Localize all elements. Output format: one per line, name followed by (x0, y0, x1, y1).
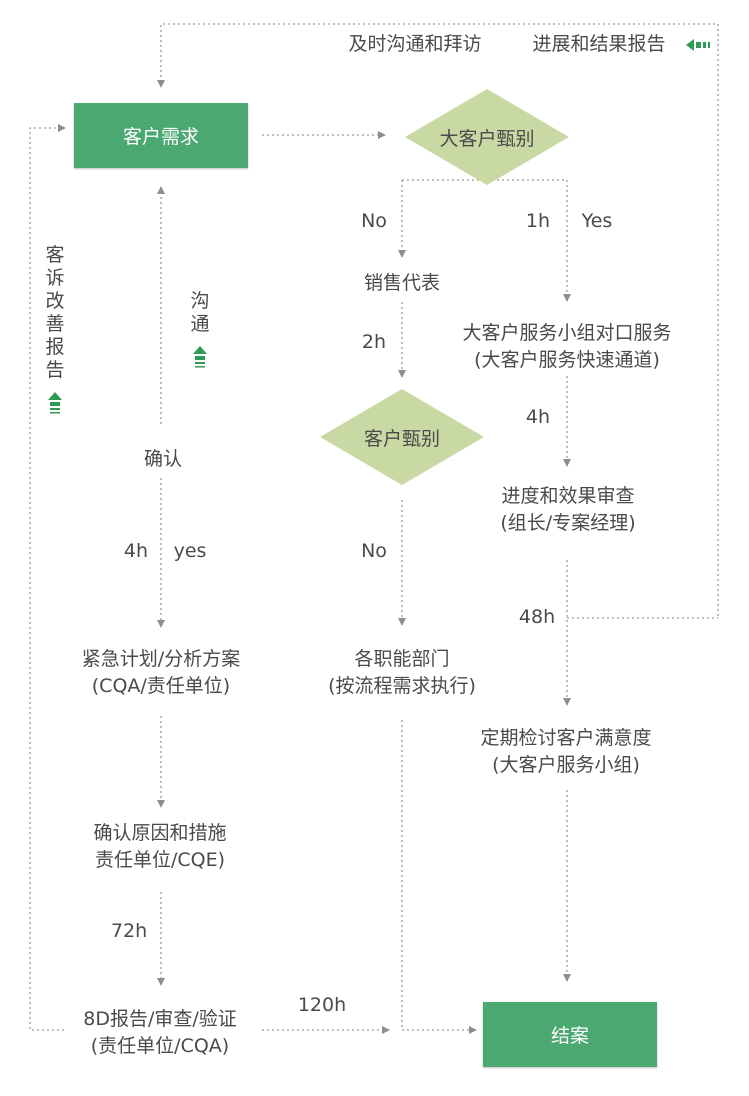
sales-rep-label: 销售代表 (363, 272, 440, 294)
progress-review-label: 进度和效果审查 (组长/专案经理) (500, 485, 636, 534)
client-check-label: 客户甄别 (363, 428, 440, 450)
h120-label: 120h (297, 994, 347, 1016)
confirm-label: 确认 (143, 448, 182, 470)
h4b-label: 4h (123, 540, 149, 562)
client-diamond (320, 389, 484, 485)
big-client-service-label: 大客户服务小组对口服务 (大客户服务快速通道) (462, 322, 672, 371)
progress-report-label: 进展和结果报告 (532, 33, 666, 55)
cause-measures-label: 确认原因和措施 责任单位/CQE) (93, 822, 227, 871)
depts-label: 各职能部门 (按流程需求执行) (328, 648, 476, 697)
satisfaction-label: 定期检讨客户满意度 (大客户服务小组) (480, 727, 652, 776)
complaint-report-label: 客 诉 改 善 报 告 (45, 244, 65, 381)
feedback-loop-line (157, 23, 719, 616)
emergency-plan-label: 紧急计划/分析方案 (CQA/责任单位) (81, 648, 241, 697)
visit-comm-label: 及时沟通和拜访 (348, 33, 482, 55)
close-case-box[interactable]: 结案 (483, 1002, 657, 1067)
communicate-label: 沟 通 (190, 290, 210, 335)
yes-label-1: Yes (581, 210, 613, 232)
h72-label: 72h (110, 920, 148, 942)
h1-label: 1h (525, 210, 551, 232)
no-label-2: No (361, 540, 387, 562)
complaint-loop-line (29, 124, 66, 1031)
left-arrow-icon (686, 39, 710, 51)
h48-label: 48h (518, 606, 556, 628)
customer-need-box[interactable]: 客户需求 (74, 103, 248, 168)
up-arrow-icon (48, 392, 62, 414)
no-label-1: No (361, 210, 387, 232)
up-arrow-icon (193, 346, 207, 368)
h2-label: 2h (361, 331, 387, 353)
h4a-label: 4h (525, 406, 551, 428)
big-client-diamond (405, 89, 569, 185)
yes-label-2: yes (173, 540, 207, 562)
big-client-check-label: 大客户甄别 (439, 128, 535, 150)
report-8d-label: 8D报告/审查/验证 (责任单位/CQA) (83, 1008, 237, 1057)
